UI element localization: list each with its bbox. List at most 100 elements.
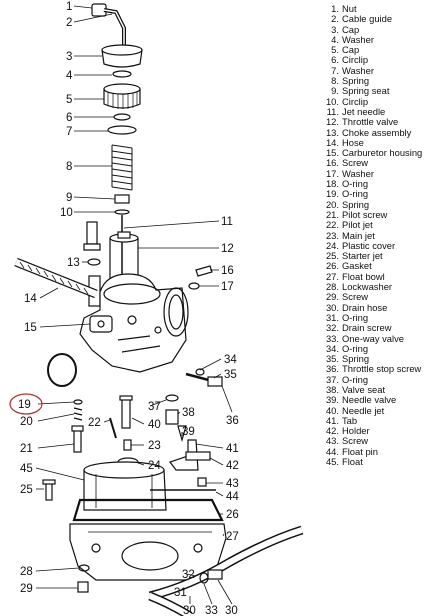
legend-item-label: Screw xyxy=(342,157,369,169)
legend-item-number: 7. xyxy=(331,64,339,76)
legend-item-number: 38. xyxy=(325,383,339,395)
legend-item-number: 19. xyxy=(325,188,339,200)
legend-item-number: 43. xyxy=(325,435,339,447)
legend-item-number: 34. xyxy=(325,342,339,354)
exploded-view-drawing: 1 2 3 4 5 6 7 8 9 10 11 12 13 14 15 16 1… xyxy=(9,1,304,616)
legend-item-number: 6. xyxy=(331,54,339,66)
float-holder-part xyxy=(169,439,211,471)
legend-item: 13.Choke assembly xyxy=(324,126,432,138)
legend-item: 5.Cap xyxy=(324,44,432,56)
legend-item: 16.Screw xyxy=(324,157,432,169)
holder-screw-part xyxy=(197,477,207,487)
legend-item-number: 31. xyxy=(325,311,339,323)
callout-9: 9 xyxy=(66,192,72,204)
legend-item-number: 9. xyxy=(331,85,339,97)
legend-item-label: O-ring xyxy=(342,342,369,354)
legend-item: 33.One-way valve xyxy=(324,333,432,344)
legend-item: 7.Washer xyxy=(324,64,432,76)
o-ring-large-part xyxy=(47,353,77,387)
legend-item-label: Circlip xyxy=(342,54,369,66)
callout-32: 32 xyxy=(182,569,195,581)
callout-21: 21 xyxy=(20,443,33,455)
legend-item: 4.Washer xyxy=(324,34,432,45)
legend-item-label: Spring xyxy=(342,353,370,365)
legend-item-number: 35. xyxy=(325,353,339,365)
hose-part xyxy=(14,257,98,299)
legend-item-number: 10. xyxy=(325,95,339,107)
callout-numbers: 1 2 3 4 5 6 7 8 9 10 11 12 13 14 15 16 1… xyxy=(18,1,239,616)
callout-20: 20 xyxy=(20,416,33,428)
legend-item: 29.Screw xyxy=(324,291,432,303)
legend-item: 38.Valve seat xyxy=(324,383,432,395)
legend-item-label: Plastic cover xyxy=(342,239,396,251)
legend-item-label: Cap xyxy=(342,44,360,56)
callout-43: 43 xyxy=(226,478,239,490)
valve-seat-group-part xyxy=(165,394,187,443)
spring-part xyxy=(111,144,133,191)
legend-item: 20.Spring xyxy=(324,198,432,210)
legend-item-label: Needle valve xyxy=(342,394,397,406)
legend-item-number: 41. xyxy=(325,414,339,426)
legend-item: 31.O-ring xyxy=(324,311,432,323)
legend-item: 39.Needle valve xyxy=(324,394,432,406)
legend-item-label: Screw xyxy=(342,435,369,447)
callout-7: 7 xyxy=(66,126,72,138)
callout-33: 33 xyxy=(205,605,218,616)
legend-item: 35.Spring xyxy=(324,353,432,365)
legend-item: 34.O-ring xyxy=(324,342,432,354)
legend-item-number: 16. xyxy=(325,157,339,169)
callout-14: 14 xyxy=(24,293,37,305)
legend-item-label: Holder xyxy=(342,425,370,437)
callout-27: 27 xyxy=(226,531,239,543)
callout-24: 24 xyxy=(148,460,161,472)
bowl-screw-part xyxy=(77,581,89,593)
legend-item: 19.O-ring xyxy=(324,188,432,200)
callout-42: 42 xyxy=(226,460,239,472)
legend-item: 28.Lockwasher xyxy=(324,281,432,292)
callout-37: 37 xyxy=(148,401,161,413)
legend-item: 24.Plastic cover xyxy=(324,239,432,251)
legend-item-number: 22. xyxy=(325,219,339,231)
callout-39: 39 xyxy=(182,426,195,438)
drain-screw-part xyxy=(207,569,223,580)
legend-item-number: 2. xyxy=(331,13,339,25)
legend-item-number: 8. xyxy=(331,75,339,87)
legend-item: 23.Main jet xyxy=(324,230,432,241)
legend-item-label: O-ring xyxy=(342,373,369,385)
callout-17: 17 xyxy=(221,281,234,293)
throttle-stop-screw-part xyxy=(185,368,223,387)
highlight-circle-19 xyxy=(9,393,43,415)
legend-item-label: Gasket xyxy=(342,260,372,272)
legend-item-label: Spring seat xyxy=(342,85,390,97)
legend-item-number: 37. xyxy=(325,373,339,385)
legend-item: 1.Nut xyxy=(324,3,432,14)
callout-22: 22 xyxy=(88,417,101,429)
callout-5: 5 xyxy=(66,94,72,106)
gasket-part xyxy=(72,498,224,522)
legend-item-number: 3. xyxy=(331,23,339,35)
legend-item-number: 14. xyxy=(325,136,339,148)
legend-item-label: Choke assembly xyxy=(342,126,412,138)
legend-item: 2.Cable guide xyxy=(324,13,432,25)
legend-item-label: Washer xyxy=(342,64,374,76)
legend-item-label: Nut xyxy=(342,3,357,14)
legend-item-label: Throttle valve xyxy=(342,116,399,128)
cap-top-part xyxy=(101,44,143,68)
legend-item-number: 40. xyxy=(325,404,339,416)
jet-stack-part xyxy=(109,395,139,467)
callout-30-left: 30 xyxy=(183,605,196,616)
legend-item-number: 30. xyxy=(325,301,339,313)
legend-item-label: Hose xyxy=(342,136,364,148)
drain-hose-part xyxy=(148,525,304,616)
legend-item-number: 20. xyxy=(325,198,339,210)
legend-item-label: Spring xyxy=(342,75,370,87)
callout-45: 45 xyxy=(20,463,33,475)
legend-item: 6.Circlip xyxy=(324,54,432,66)
legend-item: 27.Float bowl xyxy=(324,271,432,282)
legend-item-number: 29. xyxy=(325,291,339,303)
callout-38: 38 xyxy=(182,407,195,419)
legend-item-number: 42. xyxy=(325,425,339,437)
legend-item: 42.Holder xyxy=(324,425,432,437)
legend-item-number: 5. xyxy=(331,44,339,56)
